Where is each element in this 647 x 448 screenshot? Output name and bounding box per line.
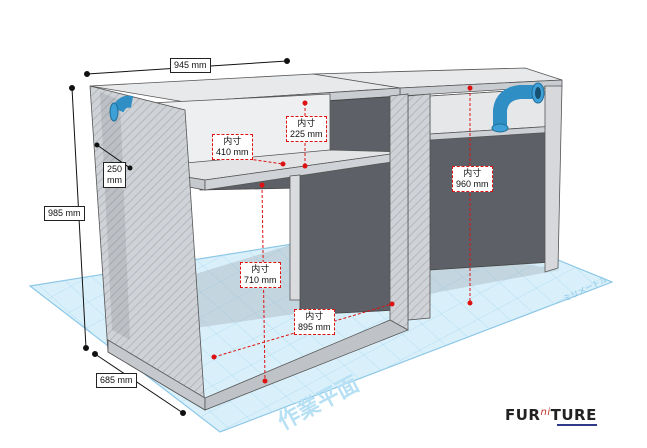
logo-middle: ni [540, 407, 551, 418]
inner-410-value: 410 mm [216, 147, 249, 157]
dimension-lines-black [69, 58, 290, 416]
inner-225-label: 内寸 225 mm [286, 116, 327, 142]
right-cabinet [312, 67, 563, 321]
inner-895-label: 内寸 895 mm [294, 309, 335, 335]
inner-960-label: 内寸 960 mm [452, 166, 493, 192]
height-dimension-label: 985 mm [44, 206, 85, 221]
depth-dimension-label: 685 mm [96, 373, 137, 388]
logo-suffix: TURE [550, 406, 597, 424]
inner-960-value: 960 mm [456, 179, 489, 189]
logo-prefix: FUR [505, 406, 541, 424]
inner-960-caption: 内寸 [463, 168, 482, 178]
width-dimension-label: 945 mm [170, 58, 211, 73]
inner-225-caption: 内寸 [297, 118, 316, 128]
logo-underline [557, 424, 597, 426]
inner-410-caption: 内寸 [223, 136, 242, 146]
small-depth-dimension-label: 250 mm [103, 162, 127, 188]
inner-710-label: 内寸 710 mm [240, 262, 281, 288]
inner-895-caption: 内寸 [305, 311, 324, 321]
inner-710-value: 710 mm [244, 275, 277, 285]
inner-410-label: 内寸 410 mm [212, 134, 253, 160]
inner-895-value: 895 mm [298, 322, 331, 332]
brand-logo: FURniTURE [505, 406, 597, 426]
inner-225-value: 225 mm [290, 129, 323, 139]
inner-710-caption: 内寸 [251, 264, 270, 274]
